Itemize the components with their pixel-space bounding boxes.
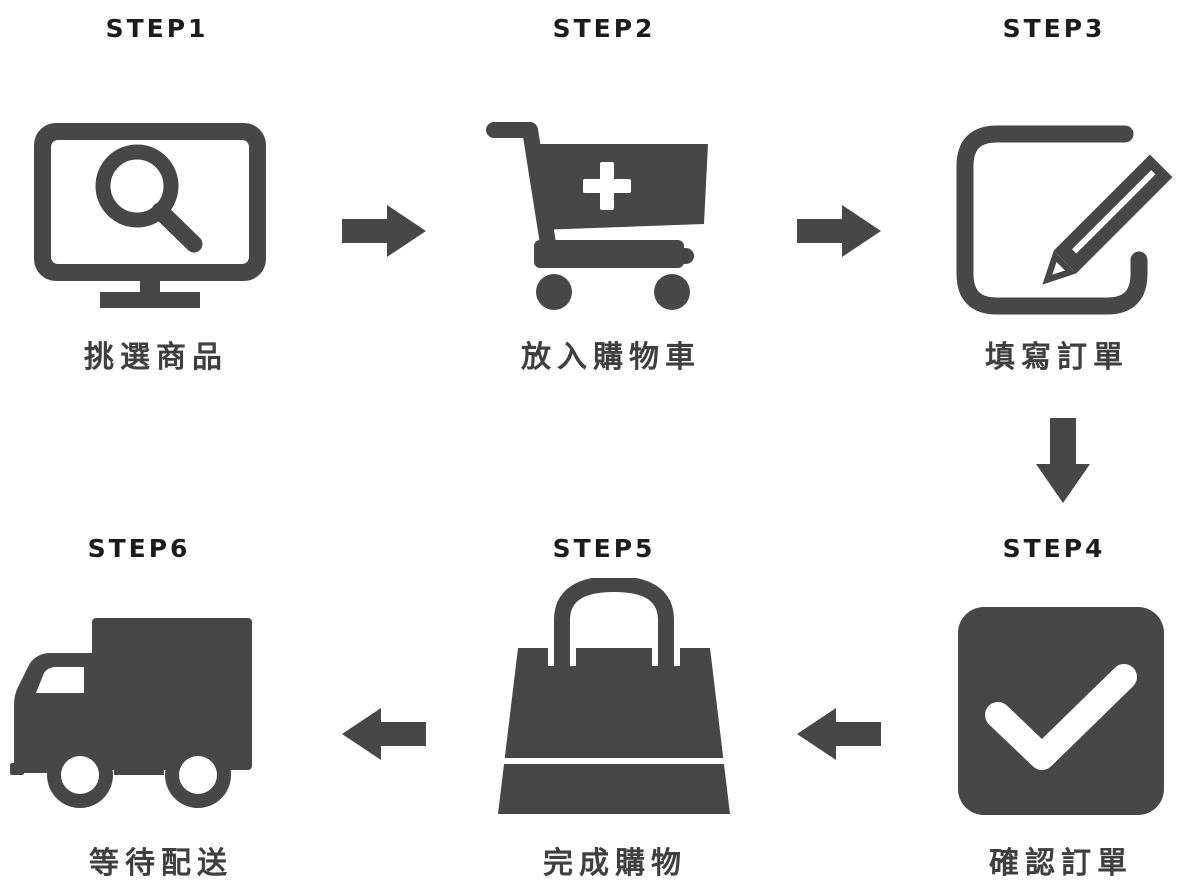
step-5-label: 完成購物 xyxy=(543,846,687,881)
step-4-heading: STEP4 xyxy=(1002,534,1106,563)
step-3-label: 填寫訂單 xyxy=(985,340,1129,375)
cart-add-icon xyxy=(486,122,708,310)
shopping-bag-icon xyxy=(494,578,734,814)
arrow-left-icon xyxy=(342,708,426,760)
monitor-search-icon xyxy=(34,123,266,308)
step-1-label: 挑選商品 xyxy=(84,340,228,375)
step-2-label: 放入購物車 xyxy=(521,340,701,375)
arrow-down-icon xyxy=(1036,418,1090,503)
step-1-heading: STEP1 xyxy=(105,14,209,43)
arrow-left-icon xyxy=(797,708,881,760)
step-6-label: 等待配送 xyxy=(89,846,233,881)
check-square-icon xyxy=(958,607,1164,815)
step-6-heading: STEP6 xyxy=(87,534,191,563)
step-3-heading: STEP3 xyxy=(1002,14,1106,43)
edit-form-icon xyxy=(956,125,1177,315)
step-4-label: 確認訂單 xyxy=(989,846,1133,881)
step-2-heading: STEP2 xyxy=(552,14,656,43)
arrow-right-icon xyxy=(797,205,881,257)
step-5-heading: STEP5 xyxy=(552,534,656,563)
arrow-right-icon xyxy=(342,205,426,257)
delivery-truck-icon xyxy=(10,618,252,808)
